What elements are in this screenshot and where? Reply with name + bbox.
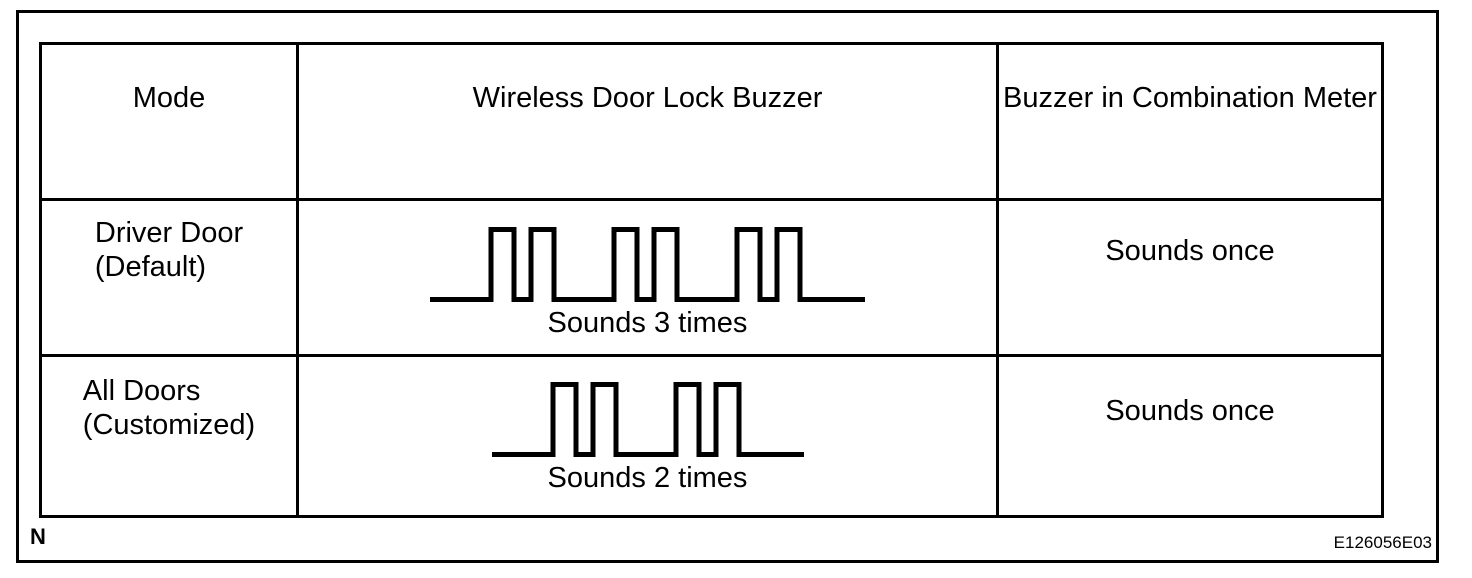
- mode-label-line1: Driver Door: [94, 217, 244, 249]
- mode-cell-all-doors: All Doors (Customized): [42, 354, 296, 515]
- waveform-caption: Sounds 3 times: [547, 307, 748, 339]
- mode-label-line2: (Customized): [82, 409, 256, 441]
- waveform-path: [491, 382, 804, 457]
- mode-label: Driver Door (Default): [95, 216, 243, 284]
- buzzer-waveform-3-times: [430, 227, 865, 302]
- mode-label-line1: All Doors: [82, 375, 201, 407]
- figure-corner-label: N: [30, 524, 46, 549]
- buzzer-mode-table: Mode Wireless Door Lock Buzzer Buzzer in…: [39, 42, 1384, 518]
- wireless-buzzer-cell-all-doors: Sounds 2 times: [296, 354, 996, 515]
- column-header-buzzer-in-combination-meter: Buzzer in Combination Meter: [996, 45, 1381, 198]
- mode-label: All Doors (Customized): [83, 374, 255, 442]
- column-header-wireless-door-lock-buzzer: Wireless Door Lock Buzzer: [296, 45, 996, 198]
- mode-cell-driver-door: Driver Door (Default): [42, 198, 296, 354]
- waveform-path: [430, 227, 865, 302]
- buzzer-waveform-2-times: [491, 382, 804, 457]
- figure-code: E126056E03: [1333, 533, 1432, 552]
- mode-label-line2: (Default): [94, 251, 207, 283]
- wireless-buzzer-cell-driver-door: Sounds 3 times: [296, 198, 996, 354]
- combination-meter-cell-driver-door: Sounds once: [996, 198, 1381, 354]
- waveform-caption: Sounds 2 times: [547, 462, 748, 494]
- column-header-mode: Mode: [132, 82, 206, 114]
- combination-meter-cell-all-doors: Sounds once: [996, 354, 1381, 515]
